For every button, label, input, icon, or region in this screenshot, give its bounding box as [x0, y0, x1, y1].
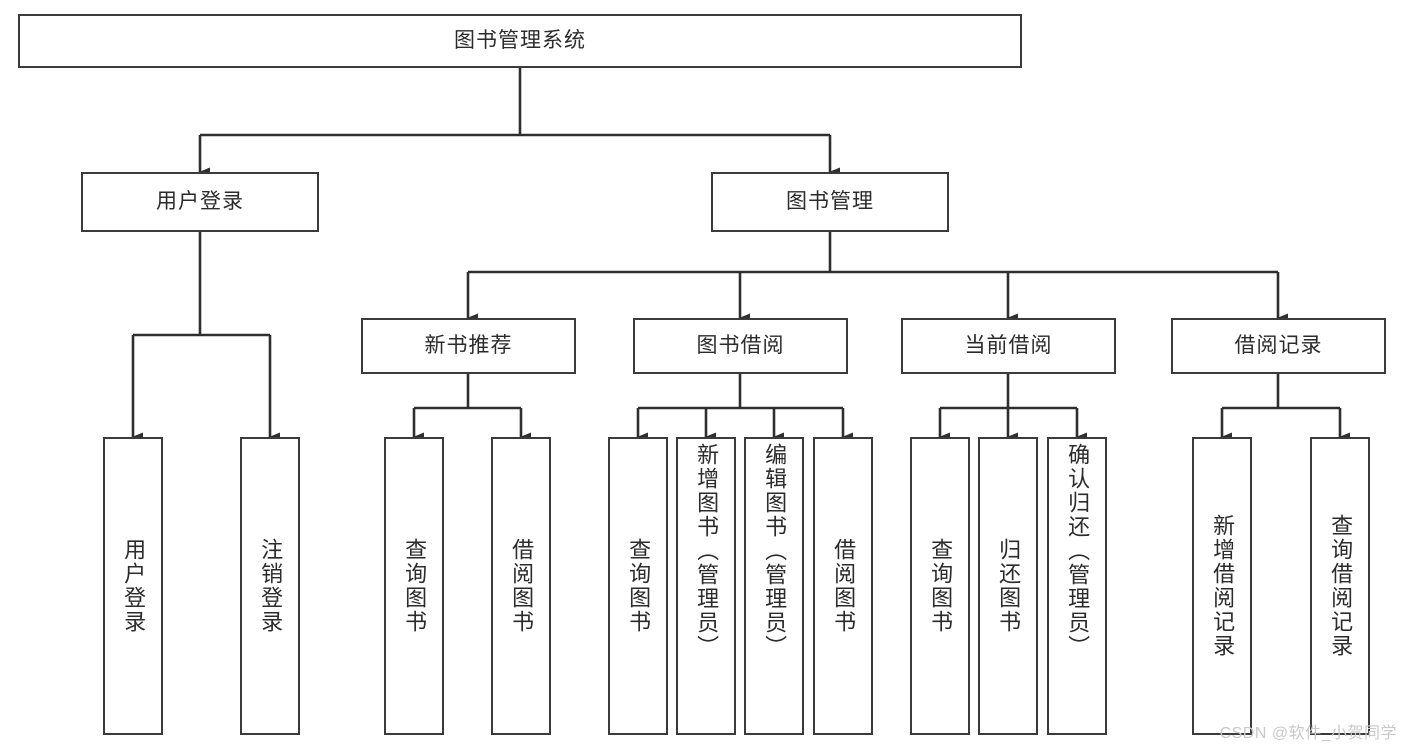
node-leaf-user-login[interactable]: 用户登录 [103, 437, 163, 735]
node-current-borrow[interactable]: 当前借阅 [901, 318, 1116, 374]
node-label: 新增图书（管理员） [694, 443, 720, 659]
node-root-book-management-system[interactable]: 图书管理系统 [18, 14, 1022, 68]
node-label: 查询图书 [402, 538, 428, 634]
node-label: 图书借阅 [696, 334, 785, 358]
node-label: 新书推荐 [424, 334, 513, 358]
node-leaf-return-book[interactable]: 归还图书 [978, 437, 1038, 735]
node-label: 查询借阅记录 [1328, 514, 1354, 658]
node-leaf-borrow-book-recommend[interactable]: 借阅图书 [491, 437, 551, 735]
node-label: 借阅记录 [1234, 334, 1323, 358]
node-leaf-query-book-borrow[interactable]: 查询图书 [608, 437, 668, 735]
node-label: 借阅图书 [509, 538, 535, 634]
node-label: 确认归还（管理员） [1065, 443, 1091, 659]
node-label: 图书管理 [786, 190, 874, 214]
node-new-book-recommend[interactable]: 新书推荐 [361, 318, 576, 374]
node-label: 查询图书 [626, 538, 652, 634]
node-label: 查询图书 [928, 538, 954, 634]
watermark-text: CSDN @软件_小贺同学 [1219, 725, 1397, 742]
node-leaf-edit-book-admin[interactable]: 编辑图书（管理员） [744, 437, 804, 735]
node-leaf-lend-book[interactable]: 借阅图书 [813, 437, 873, 735]
node-leaf-confirm-return-admin[interactable]: 确认归还（管理员） [1047, 437, 1107, 735]
node-leaf-query-book-current[interactable]: 查询图书 [910, 437, 970, 735]
node-leaf-query-book-recommend[interactable]: 查询图书 [384, 437, 444, 735]
node-label: 图书管理系统 [454, 29, 586, 53]
node-book-management[interactable]: 图书管理 [711, 172, 949, 232]
node-label: 注销登录 [258, 538, 284, 634]
node-label: 用户登录 [121, 538, 147, 634]
node-leaf-add-book-admin[interactable]: 新增图书（管理员） [676, 437, 736, 735]
node-label: 归还图书 [996, 538, 1022, 634]
node-label: 借阅图书 [831, 538, 857, 634]
node-label: 当前借阅 [964, 334, 1053, 358]
node-label: 新增借阅记录 [1210, 514, 1236, 658]
node-leaf-query-borrow-record[interactable]: 查询借阅记录 [1310, 437, 1370, 735]
node-leaf-logout[interactable]: 注销登录 [240, 437, 300, 735]
node-book-borrow[interactable]: 图书借阅 [633, 318, 848, 374]
node-leaf-add-borrow-record[interactable]: 新增借阅记录 [1192, 437, 1252, 735]
node-label: 编辑图书（管理员） [762, 443, 788, 659]
node-label: 用户登录 [156, 190, 244, 214]
node-borrow-record[interactable]: 借阅记录 [1171, 318, 1386, 374]
node-user-login[interactable]: 用户登录 [81, 172, 319, 232]
